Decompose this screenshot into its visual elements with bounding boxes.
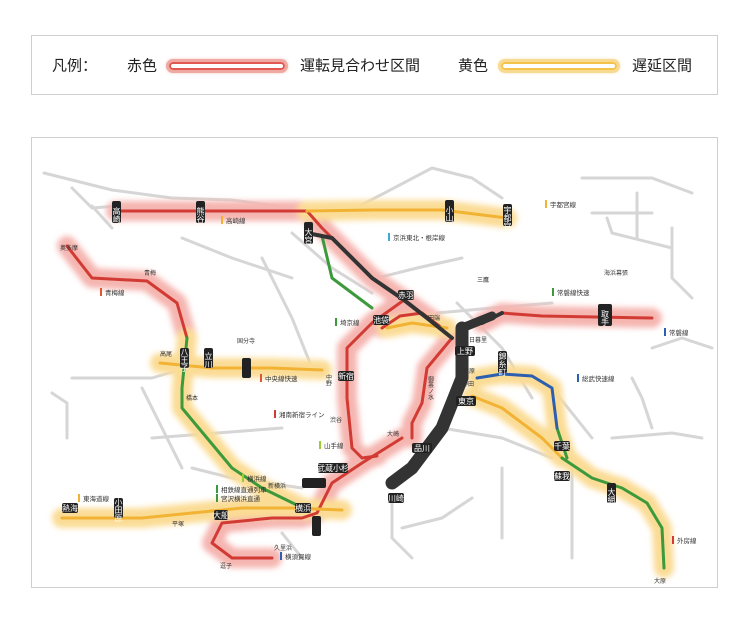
station-atami: 熱海: [62, 503, 78, 513]
line-keihin-negishi: 京浜東北・根岸線: [393, 233, 446, 242]
line-joban-rapid: 常磐線快速: [557, 288, 590, 297]
station-toride: 取手: [601, 310, 610, 327]
legend-red-swatch: [166, 59, 288, 73]
station-labels: 高崎 熊谷 小山 宇都宮 大宮 赤羽 池袋 上野 東京 新宿 品川 千葉 蘇我 …: [62, 205, 616, 522]
station-zushi: 逗子: [220, 562, 232, 570]
station-tokyo: 東京: [458, 396, 474, 406]
status-glows: [52, 200, 674, 578]
route-map: 高崎 熊谷 小山 宇都宮 大宮 赤羽 池袋 上野 東京 新宿 品川 千葉 蘇我 …: [31, 137, 718, 588]
station-shibuya: 渋谷: [330, 416, 342, 424]
minor-station-labels: 奥多摩 青梅 高尾 橋本 新横浜 田端 秋葉原 御茶ノ水 日暮里 神田 大崎 渋…: [60, 244, 666, 585]
station-ochanomizu: 御茶ノ水: [427, 375, 434, 400]
station-ikebukuro: 池袋: [373, 315, 389, 325]
legend-yellow-label: 黄色: [458, 56, 489, 75]
station-kinshicho: 錦糸町: [498, 351, 507, 376]
line-shonan-shinjuku: 湘南新宿ライン: [279, 410, 325, 419]
station-oyama: 小山: [445, 206, 454, 223]
station-yokohama: 横浜: [295, 503, 311, 513]
station-kumagaya: 熊谷: [196, 206, 205, 224]
station-musashikosugi: 武蔵小杉: [317, 463, 349, 473]
station-markers: [62, 200, 616, 536]
legend-red-label: 赤色: [127, 56, 158, 75]
station-akihabara: 秋葉原: [457, 367, 475, 375]
station-hiratsuka: 平塚: [172, 520, 184, 528]
station-nippori: 日暮里: [469, 336, 487, 344]
station-ome: 青梅: [144, 269, 156, 277]
station-takao: 高尾: [160, 350, 172, 358]
station-nakano: 中野: [325, 373, 332, 386]
line-yokosuka: 横須賀線: [285, 552, 312, 561]
legend-title: 凡例：: [52, 56, 98, 75]
station-oami: 大網: [607, 487, 616, 505]
line-tokaido: 東海道線: [83, 494, 110, 503]
station-osaki: 大崎: [387, 430, 399, 438]
line-saikyo: 埼京線: [340, 318, 360, 327]
route-map-svg: 高崎 熊谷 小山 宇都宮 大宮 赤羽 池袋 上野 東京 新宿 品川 千葉 蘇我 …: [42, 166, 714, 585]
station-okutama: 奥多摩: [60, 244, 78, 252]
line-chuo-rapid: 中央線快速: [265, 374, 298, 383]
line-utsunomiya: 宇都宮線: [550, 200, 577, 209]
legend-panel: 凡例： 赤色 運転見合わせ区間 黄色 遅延区間: [31, 35, 718, 95]
station-shinagawa: 品川: [414, 444, 430, 453]
line-ome: 青梅線: [105, 288, 125, 297]
line-joban: 常磐線: [669, 328, 689, 337]
status-lines: [60, 208, 666, 570]
station-hashimoto: 橋本: [186, 394, 198, 402]
station-odawara: 小田原: [114, 498, 123, 522]
station-ohara: 大原: [654, 577, 666, 585]
station-kaihinmakuhari: 海浜幕張: [604, 269, 628, 277]
station-kurihama: 久里浜: [274, 544, 292, 552]
station-tachikawa: 立川: [204, 351, 213, 368]
station-ueno: 上野: [457, 347, 473, 356]
station-mitaka: 三鷹: [477, 276, 489, 284]
station-shinjuku: 新宿: [338, 371, 354, 381]
line-sotobo: 外房線: [677, 536, 697, 545]
line-sotetsu-direct-a: 相鉄線直通列車: [221, 485, 267, 494]
line-sotetsu-sub: 宮沢横浜直通: [221, 494, 261, 503]
line-name-labels: 宇都宮線 高崎線 京浜東北・根岸線 常磐線快速 常磐線 総武快速線 中央線快速 …: [78, 200, 697, 561]
legend-yellow-desc: 遅延区間: [632, 56, 693, 75]
station-chiba: 千葉: [554, 441, 570, 451]
station-tabata: 田端: [428, 314, 440, 322]
line-yamanote: 山手線: [324, 441, 344, 450]
station-utsunomiya: 宇都宮: [503, 205, 512, 231]
station-kawasaki: 川崎: [388, 493, 404, 503]
station-kanda: 神田: [462, 380, 474, 388]
station-omiya: 大宮: [304, 227, 313, 245]
station-soga: 蘇我: [554, 471, 570, 481]
line-takasaki: 高崎線: [226, 216, 246, 225]
station-takasaki: 高崎: [112, 206, 121, 223]
line-yokohama: 横浜線: [247, 474, 267, 483]
legend-yellow-swatch: [498, 59, 620, 73]
station-kokubunji: 国分寺: [237, 337, 255, 345]
station-hachioji: 八王子: [180, 348, 189, 372]
line-sobu-rapid: 総武快速線: [582, 374, 615, 383]
station-akabane: 赤羽: [398, 291, 414, 300]
legend-red-desc: 運転見合わせ区間: [300, 56, 421, 75]
station-shinyokohama: 新横浜: [268, 482, 286, 490]
station-ofuna: 大船: [213, 510, 229, 520]
